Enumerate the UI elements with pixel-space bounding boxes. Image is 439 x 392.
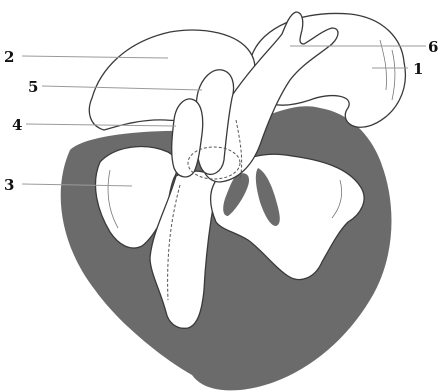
- label-1: 1: [413, 60, 423, 78]
- label-6: 6: [428, 38, 438, 56]
- label-4: 4: [12, 116, 22, 134]
- label-3: 3: [4, 176, 14, 194]
- label-2: 2: [4, 48, 14, 66]
- label-5: 5: [28, 78, 38, 96]
